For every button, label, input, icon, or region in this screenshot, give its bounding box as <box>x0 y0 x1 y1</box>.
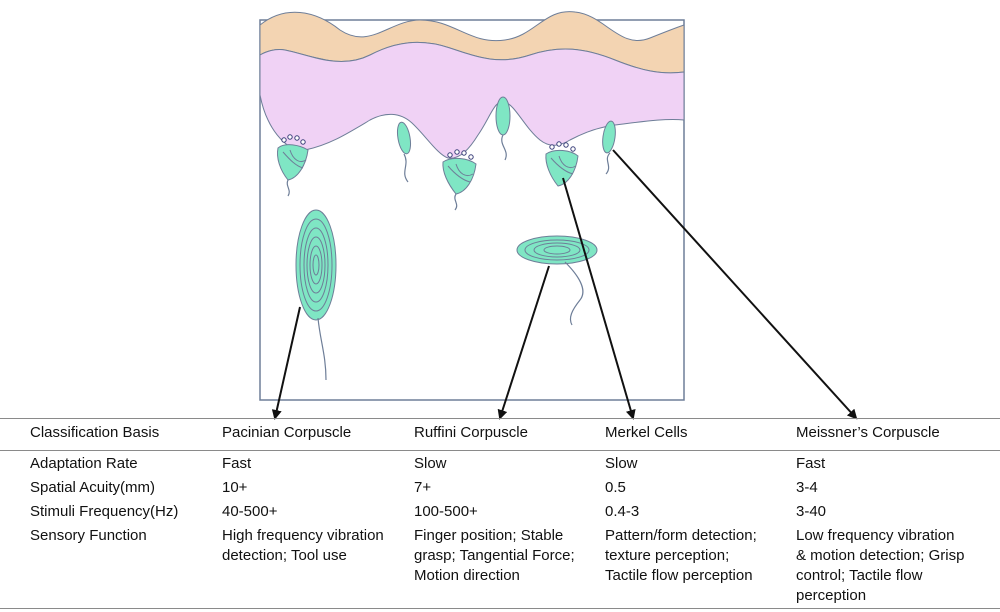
row-label-sensory-function: Sensory Function <box>30 527 147 544</box>
meissner-corpuscle <box>602 120 616 154</box>
cell-function-ruffini-line1: Finger position; Stable <box>414 527 564 544</box>
meissner-corpuscle <box>396 121 412 155</box>
table-bottom-rule <box>0 608 1000 609</box>
cell-frequency-pacinian: 40-500+ <box>222 503 278 520</box>
pacinian-corpuscle <box>295 209 337 381</box>
header-meissner-corpuscle: Meissner’s Corpuscle <box>796 424 940 441</box>
cell-function-ruffini-line3: Motion direction <box>414 567 520 584</box>
cell-function-merkel-line1: Pattern/form detection; <box>605 527 757 544</box>
cell-adaptation-merkel: Slow <box>605 455 638 472</box>
table-top-rule <box>0 418 1000 419</box>
cell-function-meissner-line2: & motion detection; Grisp <box>796 547 965 564</box>
row-label-spatial-acuity: Spatial Acuity(mm) <box>30 479 156 496</box>
row-label-adaptation-rate: Adaptation Rate <box>30 455 138 472</box>
cell-frequency-ruffini: 100-500+ <box>414 503 478 520</box>
cell-acuity-meissner: 3-4 <box>796 479 818 496</box>
cell-function-merkel-line2: texture perception; <box>605 547 730 564</box>
header-pacinian-corpuscle: Pacinian Corpuscle <box>222 424 352 441</box>
cell-function-ruffini-line2: grasp; Tangential Force; <box>414 547 575 564</box>
row-label-stimuli-frequency: Stimuli Frequency(Hz) <box>30 503 179 520</box>
table-header-rule <box>0 450 1000 451</box>
header-merkel-cells: Merkel Cells <box>605 424 688 441</box>
cell-function-pacinian-line1: High frequency vibration <box>222 527 384 544</box>
cell-adaptation-meissner: Fast <box>796 455 826 472</box>
merkel-cell-cluster-2 <box>442 149 477 211</box>
cell-adaptation-pacinian: Fast <box>222 455 252 472</box>
dermis-layer <box>259 41 685 159</box>
cell-frequency-merkel: 0.4-3 <box>605 503 640 520</box>
header-classification-basis: Classification Basis <box>30 424 160 441</box>
arrow-merkel <box>562 177 636 420</box>
meissner-corpuscle-cluster <box>396 96 616 183</box>
cell-function-pacinian-line2: detection; Tool use <box>222 547 347 564</box>
cell-acuity-ruffini: 7+ <box>414 479 432 496</box>
arrow-meissner <box>612 149 858 420</box>
cell-acuity-pacinian: 10+ <box>222 479 248 496</box>
merkel-cell-cluster-1 <box>277 134 309 197</box>
ruffini-corpuscle <box>516 235 598 326</box>
arrow-pacinian <box>271 306 301 420</box>
cell-adaptation-ruffini: Slow <box>414 455 447 472</box>
cell-function-meissner-line3: control; Tactile flow <box>796 567 923 584</box>
cell-function-meissner-line4: perception <box>796 587 867 604</box>
arrow-ruffini <box>497 265 550 420</box>
skin-section-frame <box>259 19 685 401</box>
header-ruffini-corpuscle: Ruffini Corpuscle <box>414 424 528 441</box>
cell-frequency-meissner: 3-40 <box>796 503 827 520</box>
cell-acuity-merkel: 0.5 <box>605 479 626 496</box>
merkel-cell-cluster-3 <box>545 141 579 187</box>
cell-function-merkel-line3: Tactile flow perception <box>605 567 753 584</box>
cell-function-meissner-line1: Low frequency vibration <box>796 527 955 544</box>
